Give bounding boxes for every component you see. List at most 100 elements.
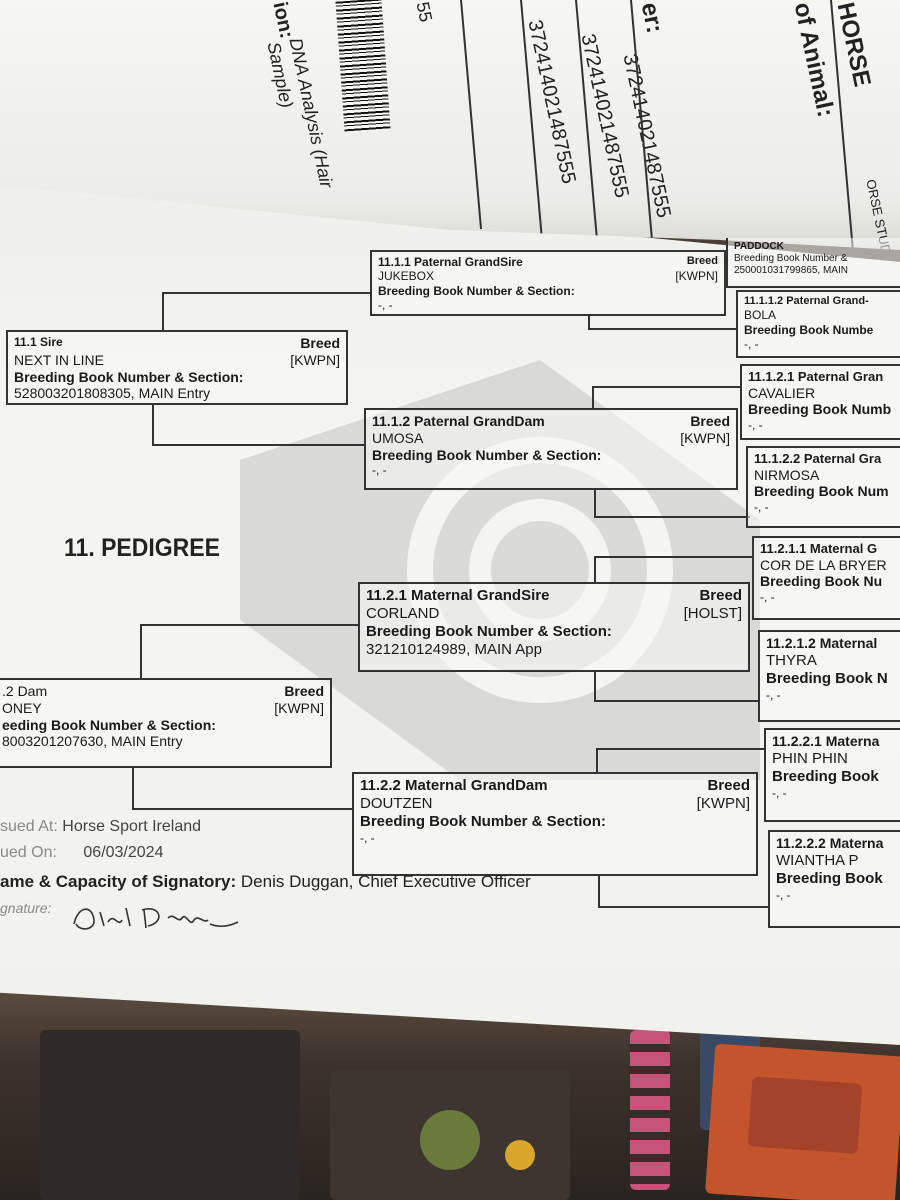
connector-line [588,328,738,330]
connector-line [594,556,752,558]
identification-value: DNA Analysis (Hair [285,36,337,190]
signatory: ame & Capacity of Signatory: Denis Dugga… [0,872,531,892]
connector-line [152,444,364,446]
box-title: 11.1 Sire [14,335,63,349]
horse-name: BOLA [744,308,777,323]
connector-line [152,404,154,446]
divider [460,0,483,230]
breed-value: [KWPN] [675,269,718,284]
breed-value: [KWPN] [290,351,340,368]
number-fragment: 55 [412,0,437,24]
horse-name: CAVALIER [748,384,816,401]
connector-line [140,624,360,626]
barcode [335,0,391,132]
connector-line [594,556,596,584]
section-title: 11. PEDIGREE [64,534,220,562]
breed-value: [KWPN] [274,699,324,716]
signatory-value: Denis Duggan, Chief Executive Officer [240,872,531,891]
box-title: 11.2.1 Maternal GrandSire [366,587,550,604]
book-label: Breeding Book [772,767,879,785]
book-label: Breeding Book [776,869,883,887]
breed-label: Breed [284,683,324,699]
desk-object [505,1140,535,1170]
signatory-label: ame & Capacity of Signatory: [0,872,237,891]
book-label: Breeding Book Numbe [744,322,874,337]
horse-name: NEXT IN LINE [14,351,104,368]
box-title: 11.1.2.2 Paternal Gra [754,451,882,466]
book-value: 8003201207630, MAIN Entry [2,733,183,750]
box-title: 11.2.1.2 Maternal [766,635,878,651]
connector-line [162,292,372,294]
box-title: 11.1.2.1 Paternal Gran [748,369,884,384]
number-column-3: 372414021487555 [523,18,580,186]
book-label: eeding Book Number & Section: [2,716,216,733]
horse-name: DOUTZEN [360,795,433,812]
maternal-granddam-box: 11.2.2 Maternal GrandDam Breed DOUTZEN [… [352,772,758,876]
book-value: -, - [754,500,769,515]
desk-object [630,1030,670,1190]
connector-line [588,316,590,330]
horse-name: JUKEBOX [378,269,435,284]
connector-line [592,386,742,388]
ancestor-box: 11.2.2.2 Materna WIANTHA P Breeding Book… [768,830,900,928]
book-value: 528003201808305, MAIN Entry [14,385,211,402]
book-value: -, - [378,298,393,313]
ancestor-box: 11.2.1.1 Maternal G COR DE LA BRYER Bree… [752,536,900,620]
breed-label: Breed [690,413,730,429]
connector-line [594,672,596,702]
box-title: .2 Dam [2,683,48,699]
horse-name: COR DE LA BRYER [760,556,887,573]
issued-at: sued At: Horse Sport Ireland [0,818,201,836]
horse-name: WIANTHA P [776,851,859,869]
book-value: -, - [748,418,763,433]
book-value: -, - [360,831,375,845]
issued-at-value: Horse Sport Ireland [62,818,202,835]
breed-label: Breed [707,777,750,794]
handwritten-signature [73,907,239,930]
desk-object [40,1030,300,1200]
paddock-fragment: PADDOCK [734,241,784,252]
dam-box: .2 Dam Breed ONEY [KWPN] eeding Book Num… [0,678,332,768]
signature-label: gnature: [0,900,52,916]
book-fragment: Breeding Book Number & [734,253,848,264]
connector-line [596,748,598,774]
horse-name: PHIN PHIN [772,749,848,767]
owner-label: er: [635,0,669,36]
book-label: Breeding Book Number & Section: [360,813,606,830]
connector-line [596,748,764,750]
box-title: 11.2.2 Maternal GrandDam [360,777,548,794]
desk-object [747,1076,863,1154]
connector-line [594,516,750,518]
box-title: 11.2.2.1 Materna [772,733,880,749]
issued-on: ued On: 06/03/2024 [0,844,163,862]
breed-value: [HOLST] [683,605,742,622]
horse-name: ONEY [2,699,42,716]
book-value: -, - [776,887,791,902]
ancestor-box: 11.1.2.1 Paternal Gran CAVALIER Breeding… [740,364,900,440]
connector-line [594,700,758,702]
connector-line [598,906,770,908]
connector-line [594,490,596,518]
book-label: Breeding Book Nu [760,573,883,590]
connector-line [140,624,142,679]
book-value: -, - [744,336,759,351]
ancestor-box: 11.1.2.2 Paternal Gra NIRMOSA Breeding B… [746,446,900,528]
book-label: Breeding Book Numb [748,401,892,418]
signature-row: gnature: [0,900,51,916]
horse-name: NIRMOSA [754,466,820,483]
book-label: Breeding Book Number & Section: [372,446,602,463]
box-title: 11.2.2.2 Materna [776,835,884,851]
book-value: 321210124989, MAIN App [366,641,542,658]
pedigree-box-fragment: PADDOCK Breeding Book Number & 250001031… [726,238,900,288]
book-value: -, - [766,687,781,702]
box-title: 11.1.1 Paternal GrandSire [378,255,523,269]
desk-object [420,1110,480,1170]
breed-value: [KWPN] [680,429,730,446]
book-value: -, - [372,463,387,478]
connector-line [598,874,600,908]
book-label: Breeding Book Number & Section: [366,623,612,640]
book-number-fragment: 250001031799865, MAIN [734,265,848,276]
connector-line [592,386,594,410]
box-title: 11.2.1.1 Maternal G [760,541,878,556]
horse-name: THYRA [766,651,817,669]
